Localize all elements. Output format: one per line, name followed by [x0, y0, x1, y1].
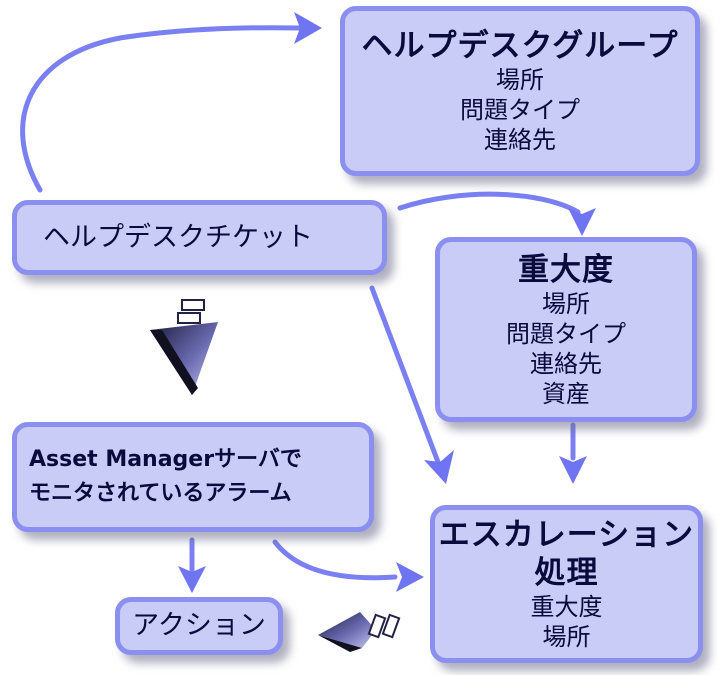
- helpdesk-group-item-contact: 連絡先: [484, 126, 556, 154]
- action-box: アクション: [115, 597, 283, 655]
- connector-alarm-to-escalation: [272, 539, 398, 581]
- arrowhead-escalation-diag: [424, 450, 454, 484]
- arrowhead-escalation-horiz: [396, 562, 424, 592]
- alarm-line-1: Asset Managerサーバで: [29, 447, 302, 472]
- connector-ticket-to-escalation: [369, 285, 441, 465]
- arrowhead-group: [294, 12, 322, 44]
- helpdesk-group-box: ヘルプデスクグループ 場所 問題タイプ 連絡先: [340, 6, 700, 176]
- severity-item-asset: 資産: [542, 379, 590, 408]
- helpdesk-ticket-box: ヘルプデスクチケット: [12, 200, 387, 275]
- connector-ticket-to-severity: [397, 191, 581, 215]
- helpdesk-ticket-label: ヘルプデスクチケット: [43, 221, 313, 253]
- helpdesk-group-title: ヘルプデスクグループ: [361, 28, 679, 64]
- arrowhead-escalation-vert: [559, 456, 587, 484]
- severity-box: 重大度 場所 問題タイプ 連絡先 資産: [435, 237, 697, 422]
- helpdesk-group-item-problem-type: 問題タイプ: [460, 96, 580, 124]
- severity-item-contact: 連絡先: [530, 349, 602, 378]
- severity-item-location: 場所: [542, 289, 590, 318]
- down-arrow-decor-icon: [150, 299, 218, 395]
- severity-item-problem-type: 問題タイプ: [506, 319, 626, 348]
- action-label: アクション: [132, 610, 266, 641]
- escalation-title-line-1: エスカレーション: [438, 517, 695, 553]
- arrowhead-severity: [568, 208, 596, 236]
- alarm-line-2: モニタされているアラーム: [29, 481, 292, 506]
- escalation-item-severity: 重大度: [530, 593, 603, 621]
- alarm-box: Asset Managerサーバで モニタされているアラーム: [12, 422, 374, 532]
- helpdesk-group-item-location: 場所: [496, 66, 544, 94]
- escalation-title-line-2: 処理: [534, 555, 599, 591]
- escalation-item-location: 場所: [542, 623, 591, 651]
- connector-ticket-to-group: [20, 25, 303, 193]
- left-arrow-decor-icon: [318, 612, 401, 652]
- severity-title: 重大度: [518, 251, 614, 288]
- escalation-box: エスカレーション 処理 重大度 場所: [430, 505, 703, 663]
- arrowhead-action: [178, 566, 206, 593]
